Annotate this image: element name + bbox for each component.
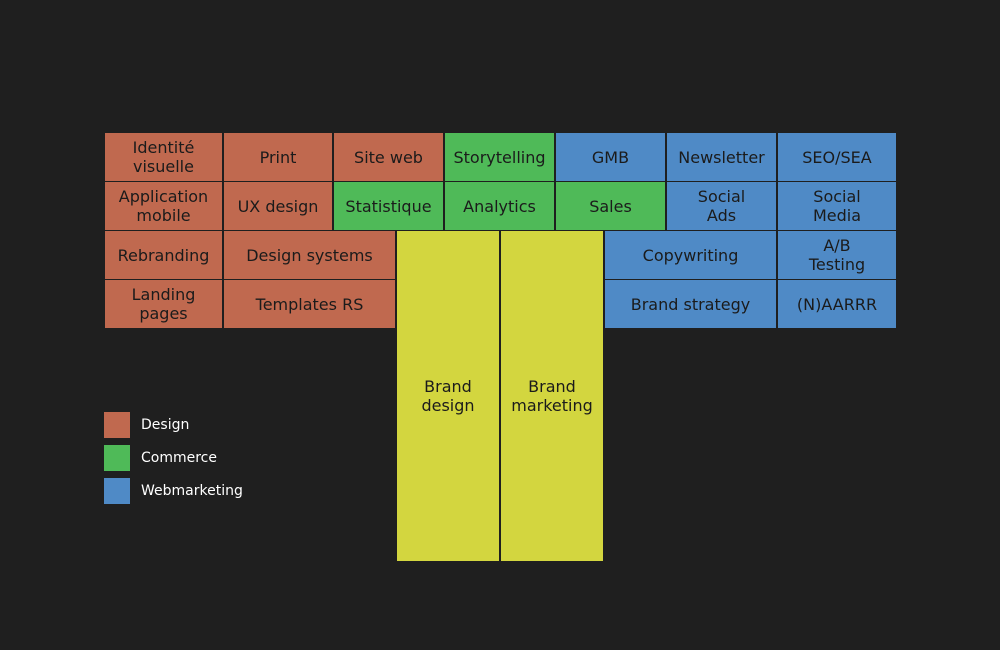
cell-print: Print [224,133,332,181]
cell-brand-marketing: Brand marketing [501,231,603,561]
cell-design-systems: Design systems [224,231,395,279]
legend-label: Webmarketing [141,483,243,499]
cell-site-web: Site web [334,133,443,181]
cell-gmb: GMB [556,133,665,181]
cell-templates-rs: Templates RS [224,280,395,328]
cell-brand-strategy: Brand strategy [605,280,776,328]
cell-landing-pages: Landing pages [105,280,222,328]
cell-application-mobile: Application mobile [105,182,222,230]
legend-item-design: Design [104,412,189,438]
legend-swatch [104,478,130,504]
legend-item-commerce: Commerce [104,445,217,471]
cell-newsletter: Newsletter [667,133,776,181]
cell-statistique: Statistique [334,182,443,230]
legend-item-webmarketing: Webmarketing [104,478,243,504]
cell-ux-design: UX design [224,182,332,230]
legend-label: Design [141,417,190,433]
cell-social-ads: Social Ads [667,182,776,230]
legend-swatch [104,412,130,438]
cell-rebranding: Rebranding [105,231,222,279]
cell-brand-design: Brand design [397,231,499,561]
legend-label: Commerce [141,450,217,466]
cell-social-media: Social Media [778,182,896,230]
cell-storytelling: Storytelling [445,133,554,181]
cell-copywriting: Copywriting [605,231,776,279]
legend-swatch [104,445,130,471]
cell-ab-testing: A/B Testing [778,231,896,279]
cell-identite-visuelle: Identité visuelle [105,133,222,181]
cell-naarrr: (N)AARRR [778,280,896,328]
cell-sales: Sales [556,182,665,230]
cell-analytics: Analytics [445,182,554,230]
cell-seo-sea: SEO/SEA [778,133,896,181]
